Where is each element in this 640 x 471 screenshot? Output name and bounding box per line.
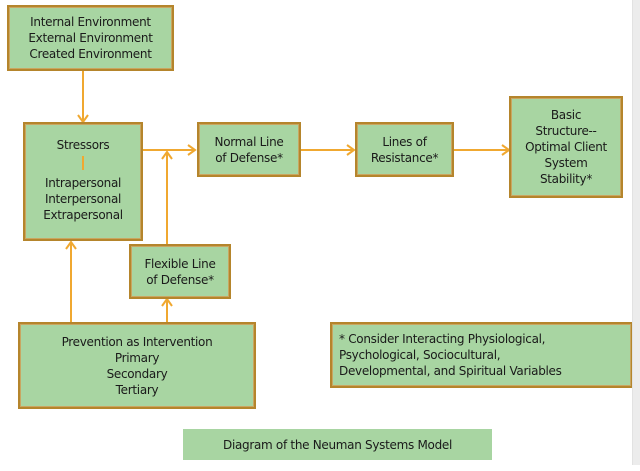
arrowhead (161, 297, 173, 307)
node-text: External Environment (28, 31, 153, 45)
node-text: of Defense* (146, 272, 214, 287)
node-lines-of-resistance: Lines of Resistance* (355, 122, 454, 177)
arrowhead (161, 150, 173, 160)
note-text: Psychological, Sociocultural, (339, 348, 501, 362)
node-text: Prevention as Intervention (61, 334, 213, 349)
node-text: Basic (550, 108, 582, 122)
node-text: Internal Environment (30, 15, 151, 29)
note-text: Developmental, and Spiritual Variables (339, 364, 562, 378)
node-environment: Internal Environment External Environmen… (7, 5, 174, 71)
node-normal-line-of-defense: Normal Line of Defense* (197, 122, 301, 177)
node-text: Created Environment (29, 47, 152, 61)
arrowhead (65, 240, 77, 250)
node-footnote: * Consider Interacting Physiological, Ps… (330, 322, 633, 388)
node-flexible-line-of-defense: Flexible Line of Defense* (129, 244, 231, 299)
node-text: Flexible Line (144, 256, 216, 271)
scrollbar-track[interactable] (632, 0, 640, 465)
node-text: Secondary (106, 366, 168, 381)
node-text: Tertiary (115, 382, 159, 397)
divider (82, 156, 84, 170)
node-text: Resistance* (370, 150, 439, 165)
node-text: Extrapersonal (43, 208, 123, 222)
node-heading: Stressors (56, 138, 110, 152)
node-text: System (544, 156, 588, 170)
node-text: Stability* (539, 172, 593, 186)
node-text: Lines of (382, 134, 427, 149)
node-text: Structure-- (535, 124, 597, 138)
diagram-caption: Diagram of the Neuman Systems Model (183, 429, 492, 460)
node-text: Normal Line (214, 134, 284, 149)
node-text: Primary (114, 350, 160, 365)
node-stressors: Stressors Intrapersonal Interpersonal Ex… (23, 122, 143, 241)
arrowhead (346, 144, 356, 156)
node-text: Interpersonal (44, 192, 122, 206)
node-text: of Defense* (215, 150, 283, 165)
node-prevention: Prevention as Intervention Primary Secon… (18, 322, 256, 409)
note-text: * Consider Interacting Physiological, (339, 332, 546, 346)
node-text: Optimal Client (525, 140, 607, 154)
node-basic-structure: Basic Structure-- Optimal Client System … (509, 96, 623, 198)
arrowhead (187, 144, 197, 156)
node-text: Intrapersonal (44, 176, 122, 190)
